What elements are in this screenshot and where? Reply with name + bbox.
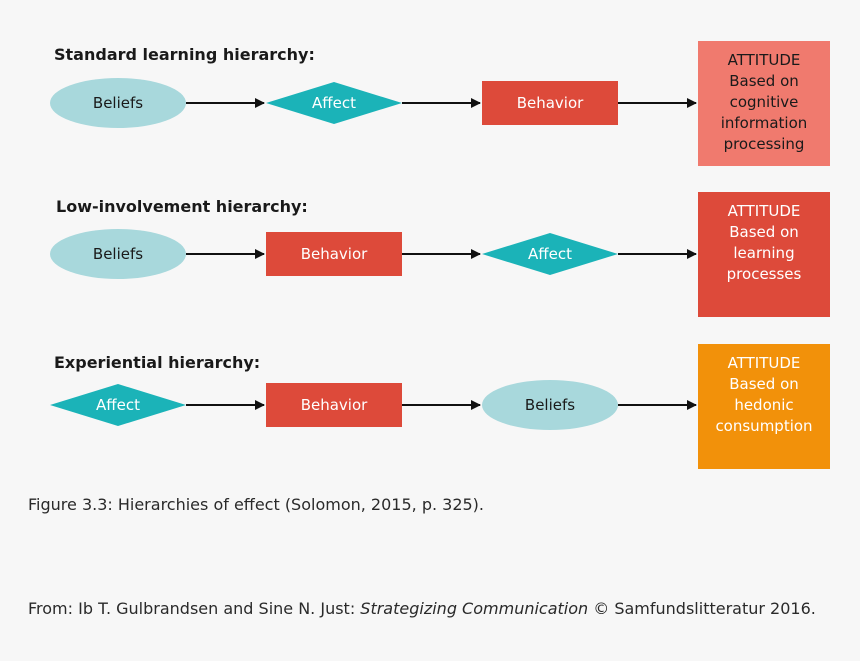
attitude-line: Based on <box>729 72 799 90</box>
hierarchy-row: Standard learning hierarchy: Beliefs Affec… <box>50 41 830 166</box>
attitude-box: ATTITUDE Based on learning processes <box>698 192 830 317</box>
attitude-line: processes <box>727 265 802 283</box>
attitude-box-bg <box>698 192 830 317</box>
hierarchy-row: Low-involvement hierarchy: Beliefs Behavio… <box>50 192 830 317</box>
attitude-heading: ATTITUDE <box>728 202 801 220</box>
node-rect: Behavior <box>266 232 402 276</box>
credit-book-title: Strategizing Communication <box>360 599 588 618</box>
node-ellipse: Beliefs <box>482 380 618 430</box>
rect-shape <box>482 81 618 125</box>
node-ellipse: Beliefs <box>50 229 186 279</box>
attitude-box: ATTITUDE Based on cognitive information proc… <box>698 41 830 166</box>
attitude-box-bg <box>698 41 830 166</box>
ellipse-shape <box>482 380 618 430</box>
attitude-box: ATTITUDE Based on hedonic consumption <box>698 344 830 469</box>
node-label: Affect <box>96 396 140 414</box>
node-label: Behavior <box>301 245 368 263</box>
attitude-line: information <box>721 114 808 132</box>
attitude-line: processing <box>724 135 805 153</box>
node-diamond: Affect <box>266 82 402 124</box>
attitude-line: Based on <box>729 223 799 241</box>
ellipse-shape <box>50 229 186 279</box>
attitude-line: learning <box>733 244 794 262</box>
node-label: Affect <box>312 94 356 112</box>
hierarchy-title: Experiential hierarchy: <box>54 353 260 372</box>
hierarchy-title: Standard learning hierarchy: <box>54 45 315 64</box>
attitude-line: cognitive <box>730 93 799 111</box>
source-credit: From: Ib T. Gulbrandsen and Sine N. Just… <box>28 599 816 618</box>
credit-prefix: From: Ib T. Gulbrandsen and Sine N. Just… <box>28 599 360 618</box>
ellipse-shape <box>50 78 186 128</box>
diamond-shape <box>266 82 402 124</box>
diamond-shape <box>50 384 186 426</box>
attitude-line: hedonic <box>734 396 793 414</box>
attitude-box-bg <box>698 344 830 469</box>
node-ellipse: Beliefs <box>50 78 186 128</box>
node-label: Beliefs <box>93 94 143 112</box>
hierarchy-title: Low-involvement hierarchy: <box>56 197 308 216</box>
rect-shape <box>266 383 402 427</box>
node-label: Beliefs <box>525 396 575 414</box>
node-diamond: Affect <box>50 384 186 426</box>
node-label: Behavior <box>301 396 368 414</box>
rect-shape <box>266 232 402 276</box>
diamond-shape <box>482 233 618 275</box>
node-label: Affect <box>528 245 572 263</box>
node-rect: Behavior <box>266 383 402 427</box>
node-diamond: Affect <box>482 233 618 275</box>
attitude-line: Based on <box>729 375 799 393</box>
attitude-heading: ATTITUDE <box>728 51 801 69</box>
credit-suffix: © Samfundslitteratur 2016. <box>588 599 816 618</box>
node-label: Behavior <box>517 94 584 112</box>
node-rect: Behavior <box>482 81 618 125</box>
node-label: Beliefs <box>93 245 143 263</box>
hierarchy-row: Experiential hierarchy: Affect Behavior Bel… <box>50 344 830 469</box>
attitude-line: consumption <box>715 417 812 435</box>
figure-caption: Figure 3.3: Hierarchies of effect (Solom… <box>28 495 484 514</box>
attitude-heading: ATTITUDE <box>728 354 801 372</box>
